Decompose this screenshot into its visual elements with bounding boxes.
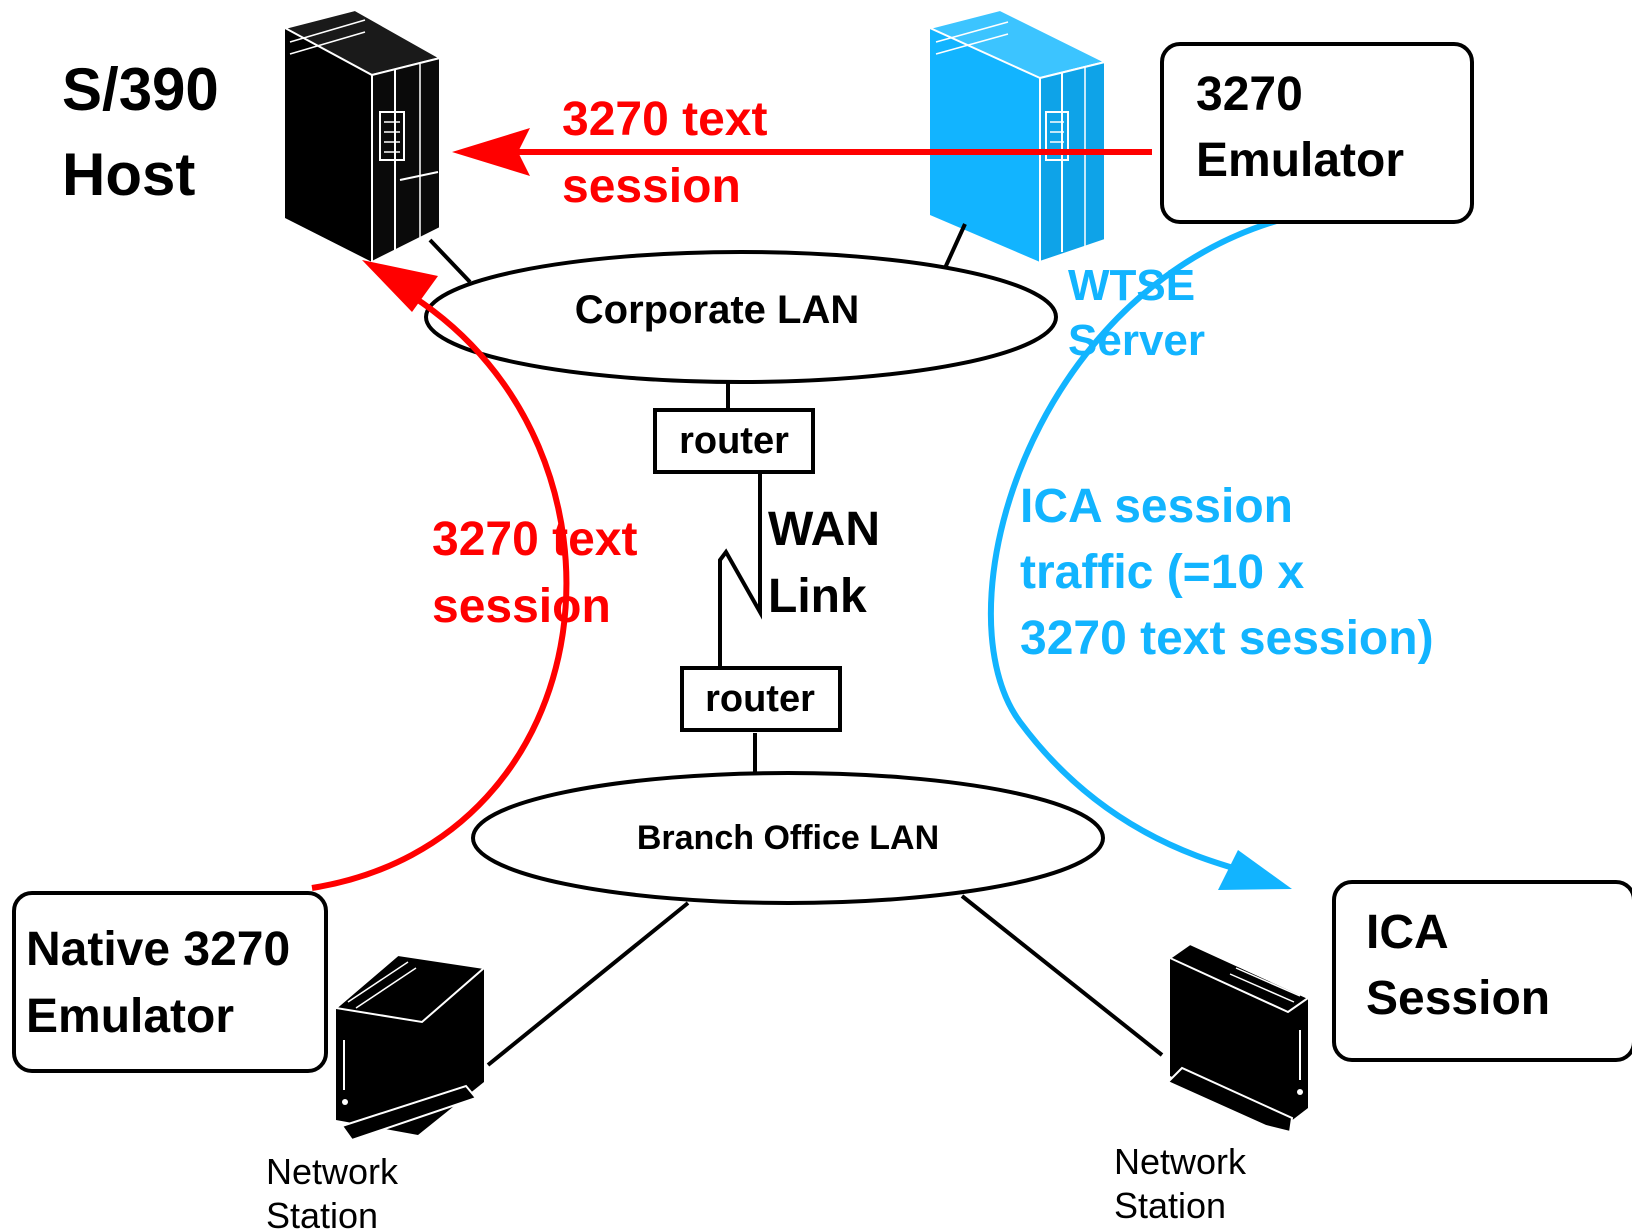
left-station-label-line2: Station: [266, 1195, 378, 1231]
corporate-lan-label: Corporate LAN: [575, 288, 859, 332]
native-emulator-label-line2: Emulator: [26, 990, 234, 1043]
top-session-label-line2: session: [562, 160, 741, 213]
ica-session-label-line1: ICA: [1366, 906, 1449, 959]
wan-link-label-line2: Link: [768, 570, 867, 623]
branch-left-station-link: [486, 901, 690, 1067]
left-session-arrowhead: [362, 260, 438, 312]
router-top-box: [653, 408, 815, 474]
right-station-label-line2: Station: [1114, 1185, 1226, 1226]
wtse-server-label-line2: Server: [1068, 316, 1205, 365]
ica-traffic-label-line2: traffic (=10 x: [1020, 546, 1304, 599]
corporate-lan-ellipse: [424, 250, 1058, 384]
wtse-server-label-line1: WTSE: [1068, 261, 1195, 310]
branch-lan-ellipse: [471, 771, 1105, 905]
ica-session-label-line2: Session: [1366, 972, 1550, 1025]
host-label-line1: S/390: [62, 56, 219, 123]
branch-lan-label: Branch Office LAN: [637, 819, 939, 857]
left-session-label-line2: session: [432, 580, 611, 633]
ica-traffic-arrow: [988, 203, 1363, 873]
router-bottom-box: [680, 666, 842, 732]
native-emulator-box: [12, 891, 328, 1073]
ica-traffic-label-line3: 3270 text session): [1020, 612, 1434, 665]
ica-session-box: [1332, 880, 1632, 1062]
network-station-icon: [1166, 942, 1311, 1134]
native-emulator-label-line1: Native 3270: [26, 923, 290, 976]
wan-link-line: [718, 472, 762, 668]
ica-traffic-label-line1: ICA session: [1020, 480, 1293, 533]
top-emulator-label-line1: 3270: [1196, 68, 1303, 121]
network-station-icon: [333, 953, 487, 1142]
left-session-label-line1: 3270 text: [432, 513, 637, 566]
left-session-arrow: [311, 293, 570, 891]
branch-right-station-link: [960, 894, 1164, 1057]
ica-traffic-arrowhead: [1218, 850, 1292, 890]
top-session-arrowhead: [452, 128, 530, 176]
server-tower-icon: [927, 8, 1108, 264]
server-lan-link: [943, 223, 967, 269]
mainframe-tower-icon: [282, 8, 443, 264]
router-bottom-label: router: [705, 678, 815, 720]
left-station-label-line1: Network: [266, 1151, 399, 1192]
router-top-label: router: [679, 420, 789, 462]
wan-link-label-line1: WAN: [768, 503, 880, 556]
host-lan-link: [428, 238, 472, 284]
top-emulator-label-line2: Emulator: [1196, 134, 1404, 187]
top-session-label-line1: 3270 text: [562, 93, 767, 146]
host-label-line2: Host: [62, 141, 195, 208]
top-emulator-box: [1160, 42, 1474, 224]
right-station-label-line1: Network: [1114, 1141, 1247, 1182]
